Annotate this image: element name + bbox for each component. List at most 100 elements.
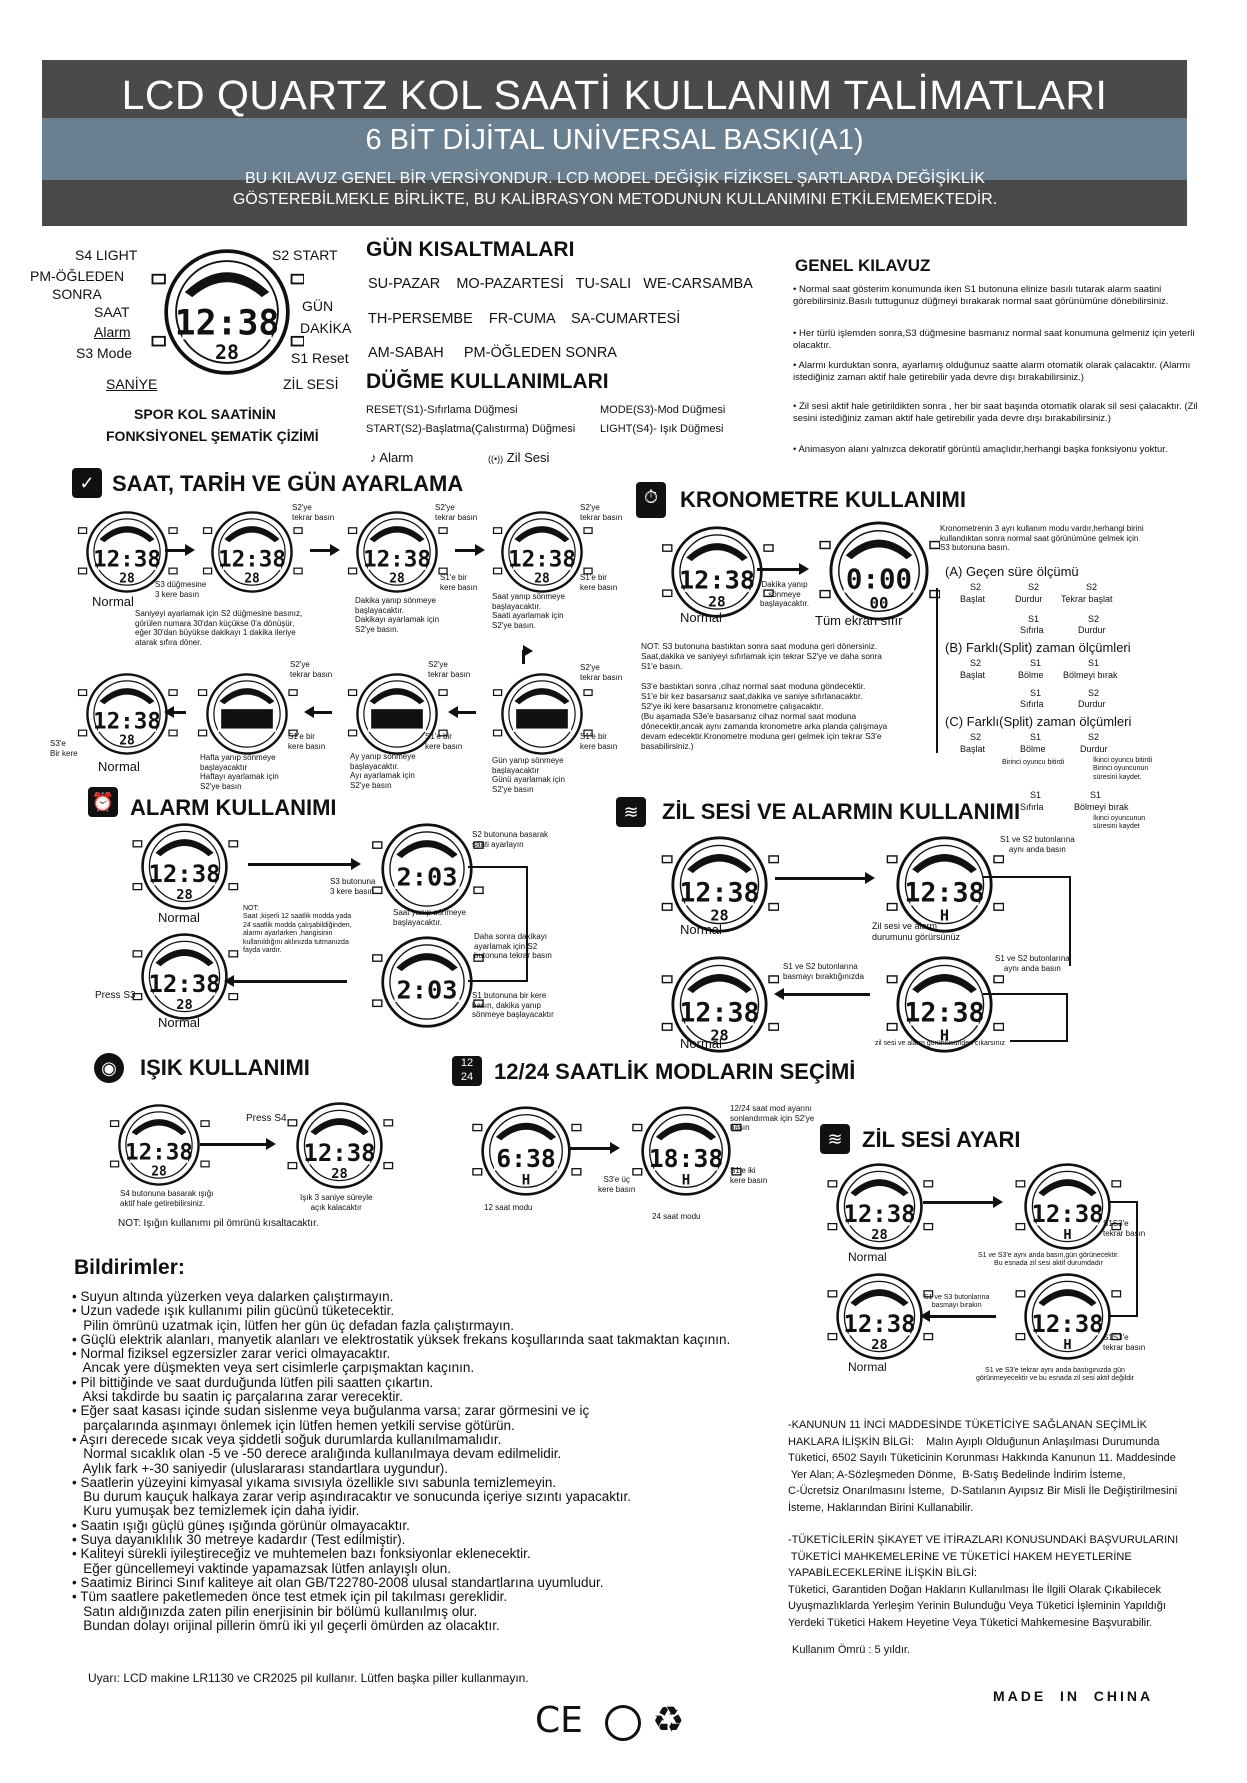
notice-item: • Tüm saatlere paketlemeden önce test et…	[72, 1589, 508, 1605]
watch-time-digits: 12:38	[175, 303, 280, 343]
watch-date-digits: 28	[710, 1027, 728, 1045]
watch-date-digits: 28	[151, 1165, 167, 1180]
watch-time-digits: 12:38	[125, 1140, 193, 1166]
notice-item: Bundan dolayı orijinal pillerin ömrü iki…	[72, 1617, 500, 1633]
connector	[1066, 993, 1068, 1041]
watch-button	[886, 975, 898, 984]
watch-day-band	[1038, 1179, 1097, 1197]
chrono-c-title: (C) Farklı(Split) zaman ölçümleri	[945, 714, 1132, 729]
watch-button	[661, 1022, 673, 1031]
chrono-bracket	[936, 588, 938, 753]
label-saniye: SANİYE	[106, 376, 158, 392]
button-reset: RESET(S1)-Sıfırlama Düğmesi	[366, 404, 518, 416]
time-note-min: Dakika yanıp sönmeye başlayacaktır. Daki…	[355, 596, 440, 634]
watch-lcd	[1036, 1199, 1099, 1226]
time-note-month: Ay yanıp sönmeye başlayacaktır. Ayı ayar…	[350, 752, 416, 790]
alarm-press-s3: Press S3	[95, 990, 136, 1001]
arrow	[775, 872, 875, 884]
watch-button	[132, 992, 143, 1001]
watch-button	[372, 841, 383, 849]
watch-day-band	[369, 688, 425, 705]
watch-day-band	[687, 974, 752, 994]
chime-legend-label: Zil Sesi	[506, 450, 550, 465]
section-chimeset-title: ZİL SESİ AYARI	[862, 1127, 1021, 1152]
watch-button	[109, 1120, 120, 1128]
arrow-down	[522, 645, 533, 664]
watch-lcd	[97, 707, 157, 732]
chimeset-normal: Normal	[848, 1250, 887, 1264]
watch-button	[228, 950, 239, 958]
watch-button	[372, 999, 383, 1008]
watch-button	[571, 1123, 582, 1132]
chrono-a-sifirla: Sıfırla	[1020, 625, 1044, 635]
time-s2again-1: S2'ye tekrar basın	[292, 503, 335, 522]
chrono-b-durdur: Durdur	[1078, 699, 1106, 709]
watch-date-digits: H	[522, 1173, 531, 1189]
watch-lcd	[367, 545, 427, 570]
chrono-c-s1b: S1	[1030, 790, 1042, 800]
watch-time-digits: 12:38	[93, 547, 161, 573]
days-row-1: SU-PAZAR MO-PAZARTESİ TU-SALI WE-CARSAMB…	[368, 276, 753, 292]
notice-item: • Pil bittiğinde ve saat durduğunda lütf…	[72, 1374, 434, 1390]
label-saat: SAAT	[94, 304, 130, 320]
watch-time-digits: 2:03	[397, 975, 458, 1004]
watch-button	[768, 975, 780, 984]
watch-button	[929, 540, 941, 550]
watch-button	[132, 882, 143, 891]
connector	[526, 866, 528, 981]
time-normal-label-2: Normal	[98, 759, 140, 774]
watch-button	[886, 855, 898, 864]
connector	[1136, 1201, 1138, 1316]
time-watch-6	[195, 672, 299, 761]
chrono-b-baslat: Başlat	[960, 670, 986, 680]
alarm-hour-blink: Saat yanıp sönmeye başlayacaktır.	[393, 908, 466, 927]
watch-date-digits: 28	[871, 1337, 887, 1353]
watch-button	[347, 689, 358, 697]
guide-text-3: Alarmı kurduktan sonra, ayarlamış olduğu…	[793, 360, 1191, 383]
watch-face-svg: 12:38H	[1015, 1163, 1122, 1250]
watch-face-svg: 12:38H	[886, 956, 1005, 1053]
watch-day-band	[155, 839, 214, 857]
chrono-b-bolme: Bölme	[1018, 670, 1044, 680]
chime-normal-2: Normal	[680, 1036, 722, 1051]
mode-24: 24 saat modu	[652, 1212, 701, 1221]
button-start: START(S2)-Başlatma(Çalıstırma) Düğmesi	[366, 423, 576, 435]
watch-button	[132, 840, 143, 848]
watch-button	[151, 335, 166, 347]
watch-button	[827, 1332, 838, 1341]
watch-day-band	[184, 272, 270, 298]
chrono-c-bolme: Bölme	[1020, 744, 1046, 754]
watch-lcd	[684, 564, 750, 592]
watch-button	[473, 886, 484, 895]
section-alarm-title: ALARM KULLANIMI	[130, 795, 337, 820]
watch-button	[662, 589, 673, 598]
time-watch-8	[490, 672, 594, 761]
header-note-1: BU KILAVUZ GENEL BİR VERSİYONDUR. LCD MO…	[244, 170, 986, 187]
watch-lcd	[685, 876, 754, 906]
mode-12: 12 saat modu	[484, 1203, 533, 1212]
watch-button	[77, 527, 88, 535]
watch-day-band	[655, 1122, 717, 1141]
watch-button	[347, 567, 358, 575]
label-sonra: SONRA	[52, 286, 102, 302]
guide-text-1: Normal saat gösterim konumunda iken S1 b…	[793, 284, 1169, 307]
watch-lcd	[153, 969, 216, 996]
watch-day-band	[514, 688, 570, 705]
chime-release: S1 ve S2 butonlarına basmayı bıraktığını…	[783, 962, 864, 981]
arrow	[248, 858, 361, 870]
watch-button	[109, 1160, 120, 1168]
notice-item: • Saatlerin yüzeyini kimyasal yıkama sıv…	[72, 1474, 557, 1490]
watch-lcd	[153, 859, 216, 886]
